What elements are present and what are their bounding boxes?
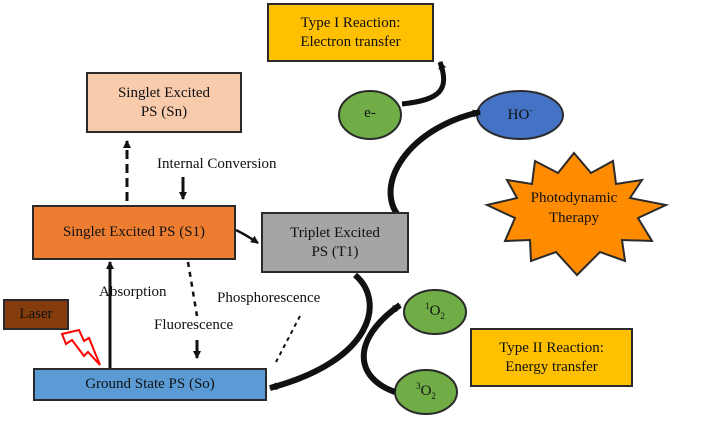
type1-curve [387,109,481,225]
singlet-s1-box: Singlet Excited PS (S1) [32,205,236,260]
singlet-sn-line1: Singlet Excited [117,84,211,101]
singlet-s1-label: Singlet Excited PS (S1) [62,224,206,240]
photodynamic-star [483,151,670,277]
internal-conversion-label: Internal Conversion [157,156,277,172]
type1-line1: Type I Reaction: [300,14,401,31]
singlet-oxygen-text: 1O2 [425,301,445,321]
phosphorescence-line [275,315,301,363]
triplet-oxygen-text: 3O2 [416,381,436,401]
photodynamic-therapy-text: Photodynamic Therapy [510,188,638,228]
triplet-line2: PS (T1) [311,243,359,260]
star-line2: Therapy [549,210,599,226]
triplet-box: Triplet Excited PS (T1) [261,212,409,273]
star-line1: Photodynamic [530,190,618,206]
ground-state-label: Ground State PS (So) [85,376,215,392]
laser-box: Laser [3,299,69,330]
type2-line2: Energy transfer [505,358,598,375]
type1-line2: Electron transfer [300,33,401,50]
fluorescence-label: Fluorescence [154,317,234,333]
type1-electron-curve [401,61,447,107]
singlet-sn-line2: PS (Sn) [140,103,188,120]
triplet-line1: Triplet Excited [290,224,380,241]
fluorescence-line [186,261,199,317]
type2-curve-a [269,272,373,391]
isc-arrow [235,228,259,245]
laser-bolt [60,328,101,366]
type2-curve-b [360,302,402,395]
singlet-oxygen-ellipse [403,289,467,335]
type2-line1: Type II Reaction: [499,339,604,356]
electron-ellipse [338,90,402,140]
phosphorescence-label: Phosphorescence [217,290,321,306]
absorption-label: Absorption [99,284,167,300]
laser-label: Laser [19,306,53,322]
electron-text: e- [364,105,376,121]
type1-reaction-box: Type I Reaction: Electron transfer [267,3,434,62]
type2-reaction-box: Type II Reaction: Energy transfer [470,328,633,387]
ground-state-box: Ground State PS (So) [33,368,267,401]
hydroxyl-text: HO- [507,105,533,123]
singlet-sn-box: Singlet Excited PS (Sn) [86,72,242,133]
